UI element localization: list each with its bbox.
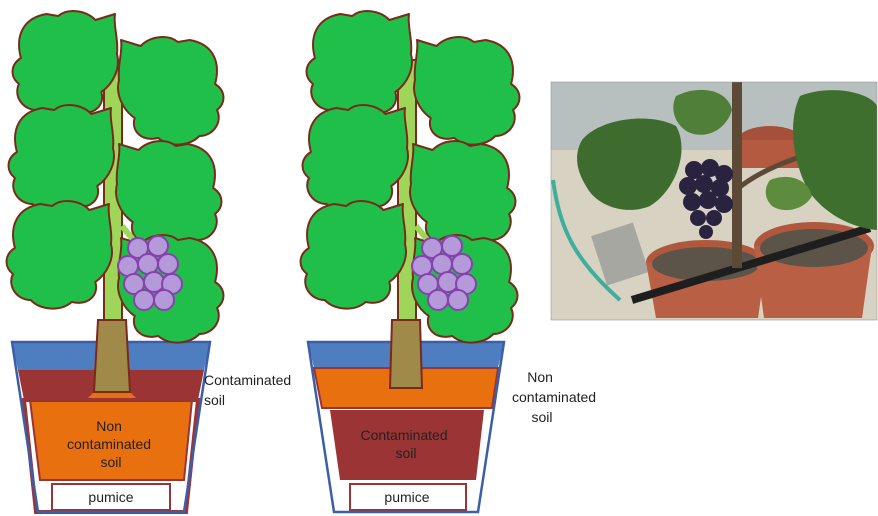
pot-b-inner-label-line: Contaminated (360, 427, 447, 443)
pot-b-pumice-label: pumice (384, 489, 429, 505)
pot-b-leaf (301, 201, 406, 309)
pot-a-trunk (94, 320, 130, 392)
pot-a-inner-label-line: contaminated (67, 436, 151, 452)
pot-b-trunk (390, 320, 422, 388)
pot-a-pumice-label: pumice (88, 489, 133, 505)
pot-b-side-label: Non contaminated soil (512, 369, 600, 425)
pot-a-inner-label-line: Non (96, 418, 122, 434)
pot-b-side-label-line: Non (527, 369, 553, 385)
pot-a-side-label-line: Contaminated (204, 372, 291, 388)
pot-b-leaf (414, 37, 519, 145)
pot-a-side-label: Contaminated soil (204, 372, 295, 408)
pot-b-inner-label-line: soil (395, 445, 416, 461)
pot-a-leaf (118, 37, 223, 145)
photo-vine-trunk (732, 82, 742, 268)
pot-a-inner-label-line: soil (100, 454, 121, 470)
pot-a-diagram: Contaminated soil Non contaminated soil … (7, 11, 296, 512)
pot-a-leaf (116, 141, 221, 249)
pot-a-leaf (13, 11, 118, 119)
grapevine-photo (551, 82, 877, 320)
pot-b-side-label-line: contaminated (512, 389, 596, 405)
pot-b-leaf (307, 11, 412, 119)
pot-a-leaf (7, 201, 112, 309)
pot-b-leaf (303, 105, 408, 213)
pot-b-side-label-line: soil (531, 409, 552, 425)
pot-a-leaf (9, 105, 114, 213)
photo-pot-back-body (740, 140, 800, 168)
pot-a-side-label-line: soil (204, 392, 225, 408)
pot-b-leaf (410, 141, 515, 249)
